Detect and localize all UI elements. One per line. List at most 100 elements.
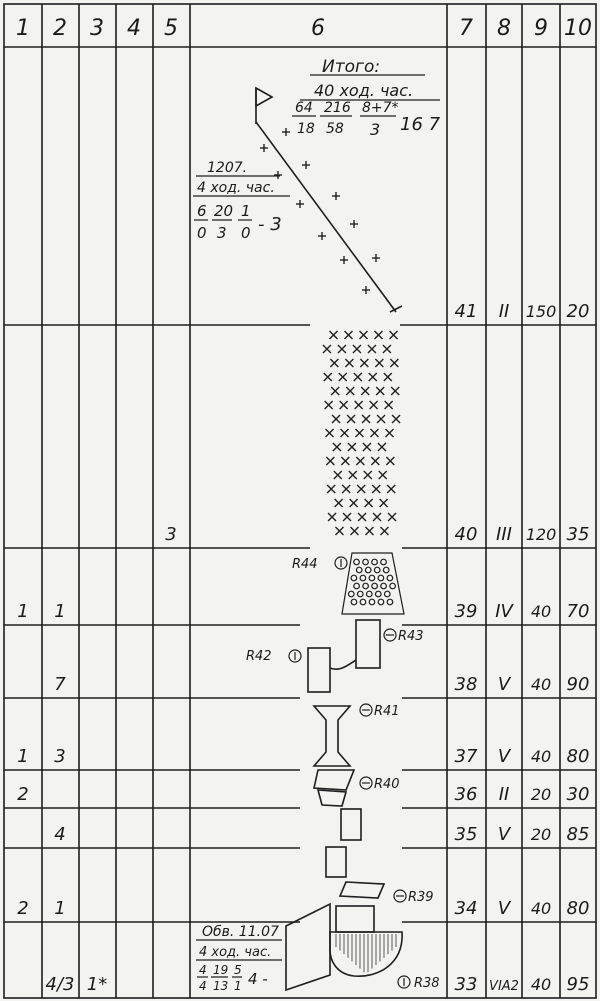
bottom-note-frac-1-den: 4 [199,979,207,993]
cell-c9-row-3: 40 [531,602,551,621]
cell-c8-row-6: II [499,784,510,805]
well-note-frac-2-num: 20 [214,202,233,220]
cell-c9-row-2: 120 [526,525,557,544]
well-note-title: 1207. [207,160,247,176]
summary-note: Итого: 40 ход. час. 64 18 216 58 8+7* 3 … [292,57,441,139]
cell-c9-row-1: 150 [526,302,557,321]
cross-hatch-field [322,330,401,536]
slope-marks [260,128,380,294]
r40-block: R40 [313,769,400,807]
well-note-frac-3-den: 0 [241,224,251,242]
bottom-note: Обв. 11.07 4 ход. час. 4 4 19 13 5 1 4 - [196,924,282,993]
well-note-hours: 4 ход. час. [197,180,275,196]
summary-frac-3-den: 3 [370,120,380,139]
header-col-5: 5 [164,16,178,41]
header-row: 1 2 3 4 5 6 7 8 9 10 [16,16,592,41]
cell-c9-row-4: 40 [531,675,551,694]
cell-c2-row-8: 1 [54,898,65,919]
grid-lines [3,3,597,999]
label-r43: R43 [398,629,424,644]
cell-c10-row-8: 80 [567,898,590,919]
cell-c7-row-3: 39 [455,601,478,622]
r42-block: R42 [246,647,357,693]
core-block [325,846,347,878]
plus-circle-icon [397,975,411,989]
cell-c8-row-7: V [498,824,512,845]
label-r41: R41 [374,704,400,719]
bottom-note-tail: 4 - [248,970,268,988]
header-col-7: 7 [459,16,473,41]
header-col-8: 8 [497,16,511,41]
cell-c10-row-1: 20 [567,301,590,322]
minus-circle-icon [359,703,373,717]
cell-c7-row-7: 35 [455,824,478,845]
cell-c8-row-9: VIA2 [489,979,519,994]
cell-c9-row-5: 40 [531,747,551,766]
cell-c2-row-5: 3 [54,746,65,767]
cell-c1-row-3: 1 [17,601,28,622]
cell-c10-row-7: 85 [567,824,590,845]
r43-block: R43 [355,619,424,669]
header-col-3: 3 [90,16,104,41]
cell-c7-row-4: 38 [455,674,478,695]
bottom-note-frac-3-num: 5 [234,963,242,977]
label-r40: R40 [374,777,400,792]
cell-c8-row-8: V [498,898,512,919]
label-r39: R39 [408,890,434,905]
bottom-note-title: Обв. 11.07 [202,924,279,940]
header-col-4: 4 [127,16,141,41]
bottom-note-frac-3-den: 1 [234,979,242,993]
cell-c8-row-3: IV [495,601,514,622]
well-note-frac-2-den: 3 [217,224,227,242]
well-note-tail: - 3 [258,214,282,235]
cell-c2-row-7: 4 [54,824,65,845]
summary-tail: 16 7 [400,114,441,135]
header-col-1: 1 [16,16,30,41]
cell-c8-row-5: V [498,746,512,767]
header-col-6: 6 [311,16,325,41]
minus-circle-icon [393,889,407,903]
well-note: 1207. 4 ход. час. 6 0 20 3 1 0 - 3 [193,160,290,242]
flag-icon [255,86,274,124]
label-r38: R38 [414,976,440,991]
minus-circle-icon [359,776,373,790]
cell-c8-row-4: V [498,674,512,695]
cell-c9-row-9: 40 [531,975,551,994]
header-col-9: 9 [534,16,548,41]
cell-c7-row-8: 34 [455,898,478,919]
cell-c9-row-6: 20 [531,785,551,804]
cell-c2-row-3: 1 [54,601,65,622]
r38-block: R38 [285,902,440,992]
well-note-frac-1-den: 0 [197,224,207,242]
minus-circle-icon [383,628,397,642]
bottom-note-frac-1-num: 4 [199,963,207,977]
cell-c8-row-2: III [496,524,512,545]
cell-c2-row-9: 4/3 [46,974,75,995]
summary-frac-3-num: 8+7* [362,100,399,116]
bottom-note-hours: 4 ход. час. [199,945,271,960]
summary-frac-1-den: 18 [297,121,315,137]
header-col-10: 10 [564,16,592,41]
cell-c10-row-6: 30 [567,784,590,805]
cell-c2-row-4: 7 [54,674,66,695]
cell-c10-row-3: 70 [567,601,590,622]
summary-hours: 40 ход. час. [314,81,413,100]
summary-frac-2-num: 216 [324,100,351,116]
cell-c5-row-2: 3 [165,524,176,545]
summary-frac-1-num: 64 [295,100,313,116]
cell-c1-row-8: 2 [17,898,28,919]
cell-c8-row-1: II [499,301,510,322]
bottom-note-frac-2-num: 19 [213,963,228,977]
cell-c3-row-9: 1* [87,974,107,995]
well-trace [255,121,403,313]
label-r44: R44 [292,557,318,572]
cell-c9-row-8: 40 [531,899,551,918]
header-col-2: 2 [53,16,67,41]
cell-c7-row-9: 33 [455,974,478,995]
cell-c10-row-4: 90 [567,674,590,695]
summary-frac-2-den: 58 [326,121,344,137]
summary-title: Итого: [322,57,380,77]
